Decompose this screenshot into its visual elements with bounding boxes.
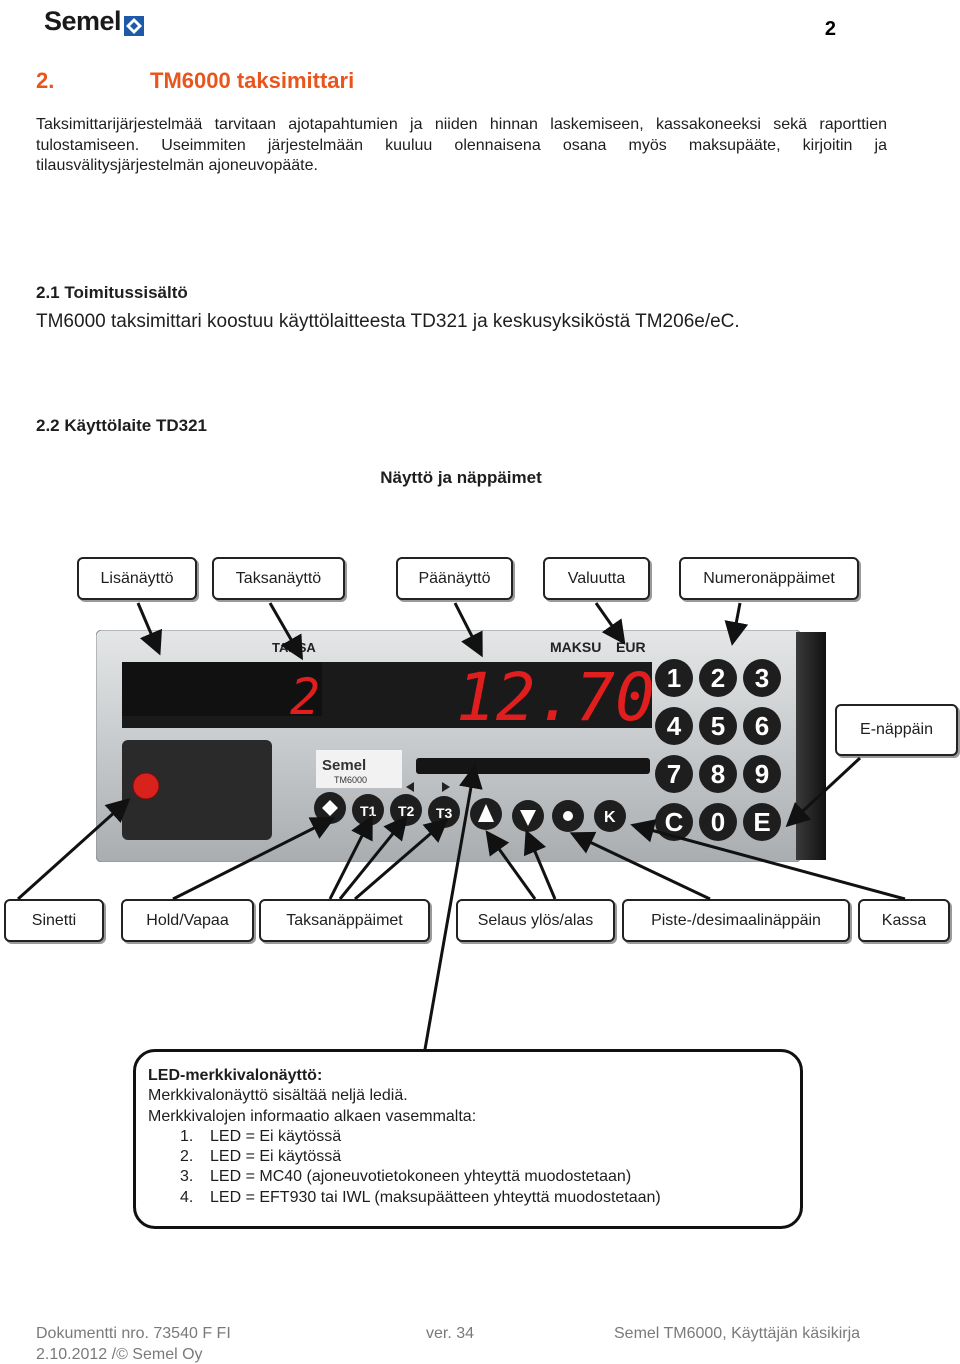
page-number: 2	[824, 18, 836, 40]
intro-paragraph: Taksimittarijärjestelmää tarvitaan ajota…	[36, 115, 887, 177]
callout-sinetti: Sinetti	[4, 899, 104, 942]
callout-valuutta: Valuutta	[543, 557, 650, 600]
led-item-3: 3.LED = MC40 (ajoneuvotietokoneen yhteyt…	[180, 1168, 632, 1186]
keypad-key	[655, 659, 693, 697]
callout-taksanappaimet: Taksanäppäimet	[259, 899, 430, 942]
svg-text:T3: T3	[436, 805, 453, 821]
keypad-key-label: 3	[755, 663, 769, 693]
callout-taksanaytto: Taksanäyttö	[212, 557, 345, 600]
led-list: 1.LED = Ei käytössä 2.LED = Ei käytössä …	[148, 1127, 800, 1208]
footer-doc-number: Dokumentti nro. 73540 F FI	[36, 1325, 231, 1342]
keypad-key-label: 5	[711, 711, 725, 741]
callout-hold-vapaa: Hold/Vapaa	[121, 899, 254, 942]
keypad-key	[699, 707, 737, 745]
keypad-key-label: 7	[667, 759, 681, 789]
keypad-key-label: 6	[755, 711, 769, 741]
led-item-4: 4.LED = EFT930 tai IWL (maksupäätteen yh…	[180, 1188, 661, 1206]
svg-text:T1: T1	[360, 803, 377, 819]
subsection-title-2-1: 2.1 Toimitussisältö	[36, 283, 188, 302]
led-info-box: LED-merkkivalonäyttö: Merkkivalonäyttö s…	[133, 1049, 803, 1229]
keypad-key-label: 8	[711, 759, 725, 789]
keypad-key-label: 1	[667, 663, 681, 693]
keypad-key	[699, 659, 737, 697]
main-display: 12.70	[456, 659, 655, 736]
keypad-key	[743, 659, 781, 697]
subsection-text-2-1: TM6000 taksimittari koostuu käyttölaitte…	[36, 311, 740, 332]
footer-manual-title: Semel TM6000, Käyttäjän käsikirja	[614, 1325, 861, 1342]
keypad-key	[655, 755, 693, 793]
keypad-key	[655, 707, 693, 745]
footer-version: ver. 34	[426, 1325, 475, 1342]
keypad-key-label: E	[753, 807, 770, 837]
semel-logo-icon	[124, 12, 145, 36]
svg-text:K: K	[604, 809, 616, 826]
taksa-label: TAKSA	[272, 640, 316, 655]
maksu-label: MAKSU	[550, 639, 601, 655]
callout-selaus: Selaus ylös/alas	[456, 899, 615, 942]
eur-label: EUR	[616, 639, 646, 655]
keypad-key	[743, 755, 781, 793]
section-title: TM6000 taksimittari	[150, 68, 355, 93]
td321-device-image: TAKSA MAKSU EUR 2 12.70 Semel TM6000 T1 …	[96, 630, 826, 862]
led-item-1: 1.LED = Ei käytössä	[180, 1127, 342, 1145]
keypad-key	[743, 707, 781, 745]
footer-date: 2.10.2012 /© Semel Oy	[36, 1346, 203, 1363]
figure-title: Näyttö ja näppäimet	[380, 468, 542, 487]
logo-text: Semel	[44, 6, 122, 36]
callout-lisanaytto: Lisänäyttö	[77, 557, 197, 600]
taksa-display: 2	[290, 668, 320, 726]
led-line-1: Merkkivalonäyttö sisältää neljä lediä.	[148, 1087, 408, 1105]
led-line-2: Merkkivalojen informaatio alkaen vasemma…	[148, 1107, 477, 1125]
keypad-key-label: C	[665, 807, 684, 837]
callout-e-nappain: E-näppäin	[835, 704, 958, 756]
keypad-key-label: 2	[711, 663, 725, 693]
device-brand: Semel	[322, 757, 366, 774]
callout-numeronappaimet: Numeronäppäimet	[679, 557, 859, 600]
semel-logo: Semel	[44, 6, 145, 37]
keypad-key	[699, 755, 737, 793]
svg-text:T2: T2	[398, 803, 415, 819]
keypad-key-label: 0	[711, 807, 725, 837]
led-heading: LED-merkkivalonäyttö:	[148, 1067, 323, 1084]
led-item-2: 2.LED = Ei käytössä	[180, 1148, 342, 1166]
seal-button	[132, 772, 160, 800]
subsection-title-2-2: 2.2 Käyttölaite TD321	[36, 416, 208, 435]
section-number: 2.	[36, 68, 55, 93]
keypad-key-label: 9	[755, 759, 769, 789]
intro-text: Taksimittarijärjestelmää tarvitaan ajota…	[36, 116, 887, 174]
callout-kassa: Kassa	[858, 899, 950, 942]
callout-paanaytto: Päänäyttö	[396, 557, 513, 600]
callout-piste-desimaali: Piste-/desimaalinäppäin	[622, 899, 850, 942]
device-model: TM6000	[334, 775, 367, 785]
keypad-key-label: 4	[667, 711, 682, 741]
